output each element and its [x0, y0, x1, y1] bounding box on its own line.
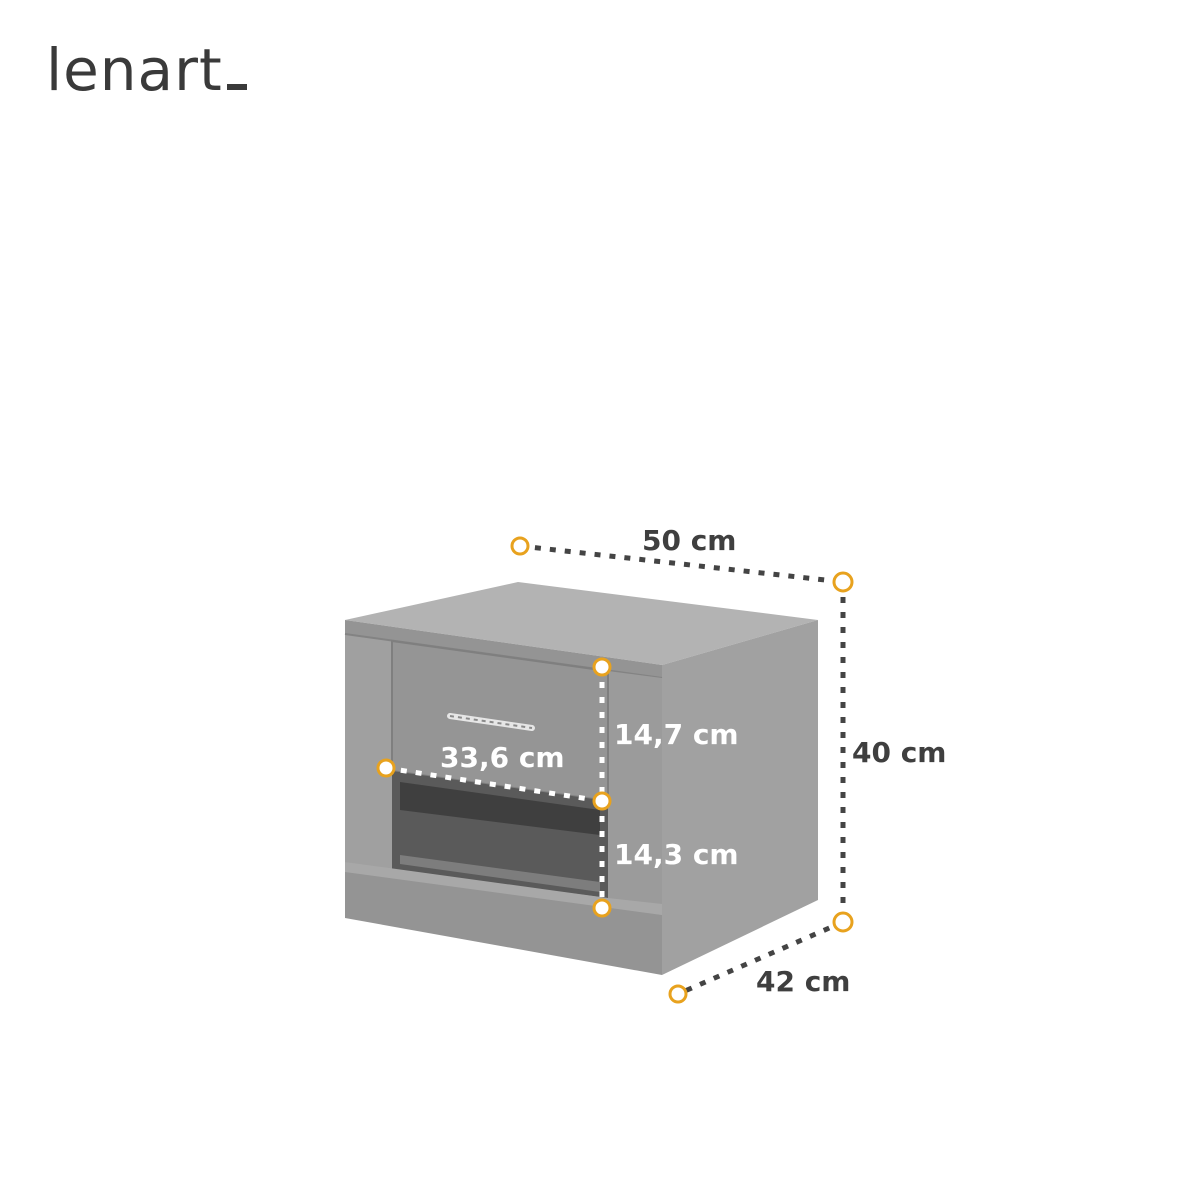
niche-height-label: 14,3 cm — [614, 838, 739, 871]
drawer-height-label: 14,7 cm — [614, 718, 739, 751]
niche-width-label: 33,6 cm — [440, 741, 565, 774]
marker-width-end — [832, 571, 854, 593]
nightstand-top — [345, 582, 818, 665]
marker-width-start — [510, 536, 530, 556]
dimension-lines — [385, 543, 846, 997]
marker-height-end — [832, 911, 854, 933]
niche-width-line — [385, 765, 603, 804]
brand-logo: lenart — [46, 36, 247, 104]
logo-underscore — [226, 84, 247, 90]
marker-depth-end — [668, 984, 688, 1004]
plinth-line — [345, 862, 662, 915]
nightstand — [344, 582, 818, 975]
marker-niche-left — [376, 758, 396, 778]
depth-label: 42 cm — [756, 965, 851, 998]
logo-text: lenart — [46, 36, 223, 104]
width-label: 50 cm — [642, 524, 737, 557]
nightstand-right-strip — [608, 671, 662, 915]
drawer-handle — [447, 713, 535, 731]
height-label: 40 cm — [852, 736, 947, 769]
depth-line — [677, 919, 844, 997]
dimension-markers — [376, 536, 854, 1004]
nightstand-side — [662, 620, 818, 975]
nightstand-left-strip — [345, 634, 392, 870]
niche-shelf — [400, 855, 600, 892]
marker-drawer-bottom — [592, 791, 612, 811]
marker-drawer-top — [592, 657, 612, 677]
niche-back-shadow — [400, 782, 600, 835]
marker-niche-bottom — [592, 898, 612, 918]
width-line — [519, 543, 844, 585]
